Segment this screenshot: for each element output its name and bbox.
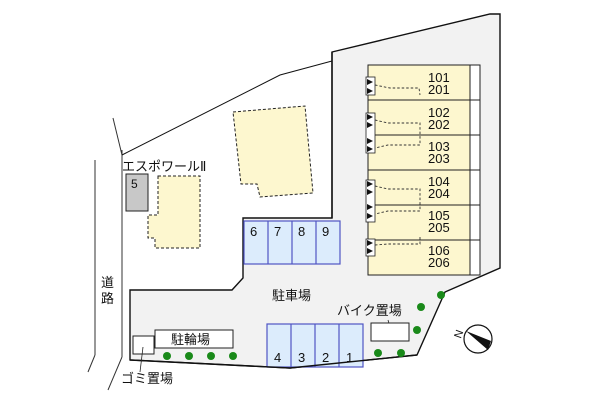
parking-number-7: 7 xyxy=(274,224,281,239)
unit-201: 201 xyxy=(428,82,450,97)
parking-number-3: 3 xyxy=(298,350,305,365)
entrance-markers xyxy=(365,76,376,257)
bike-parking-area xyxy=(370,322,410,342)
tree-icon xyxy=(437,291,445,299)
garbage-area xyxy=(132,335,155,355)
parking-number-2: 2 xyxy=(322,350,329,365)
parking-number-4: 4 xyxy=(274,350,281,365)
unit-labels: 101 201 102 202 103 203 104 204 105 205 … xyxy=(428,70,450,270)
neighbor-building-label: エスポワールⅡ xyxy=(122,160,206,175)
parking-lower: 4 3 2 1 xyxy=(266,323,364,368)
tree-icon xyxy=(163,352,171,360)
parking-space-5 xyxy=(125,173,149,212)
neighbor-building-a xyxy=(232,105,314,198)
neighbor-building-b xyxy=(147,175,201,249)
tree-icon xyxy=(397,349,405,357)
unit-205: 205 xyxy=(428,220,450,235)
svg-text:N: N xyxy=(452,328,466,340)
unit-204: 204 xyxy=(428,186,450,201)
unit-104: 104 xyxy=(428,174,450,189)
parking-upper: 6 7 8 9 xyxy=(243,220,341,265)
road xyxy=(87,117,123,391)
parking-number-6: 6 xyxy=(250,224,257,239)
unit-102: 102 xyxy=(428,105,450,120)
trees xyxy=(163,291,445,360)
unit-206: 206 xyxy=(428,255,450,270)
unit-103: 103 xyxy=(428,139,450,154)
parking-number-8: 8 xyxy=(298,224,305,239)
apartment-building xyxy=(367,64,481,276)
bike-parking-label: バイク置場 xyxy=(337,304,402,319)
tree-icon xyxy=(417,303,425,311)
unit-106: 106 xyxy=(428,243,450,258)
tree-icon xyxy=(185,352,193,360)
road-label-1: 道 xyxy=(101,276,114,291)
garbage-label: ゴミ置場 xyxy=(121,371,173,387)
tree-icon xyxy=(374,349,382,357)
parking-number-5: 5 xyxy=(131,177,138,191)
unit-101: 101 xyxy=(428,70,450,85)
north-compass-icon: N xyxy=(452,324,493,354)
parking-number-1: 1 xyxy=(346,350,353,365)
unit-202: 202 xyxy=(428,117,450,132)
road-label-2: 路 xyxy=(101,291,114,307)
stair-paths xyxy=(374,84,421,246)
bicycle-parking-label: 駐輪場 xyxy=(171,332,210,348)
tree-icon xyxy=(229,352,237,360)
unit-105: 105 xyxy=(428,208,450,223)
unit-203: 203 xyxy=(428,151,450,166)
parking-number-9: 9 xyxy=(322,224,329,239)
bicycle-parking-area xyxy=(154,329,234,349)
tree-icon xyxy=(207,352,215,360)
parking-lot-label: 駐車場 xyxy=(272,289,311,304)
tree-icon xyxy=(413,326,421,334)
